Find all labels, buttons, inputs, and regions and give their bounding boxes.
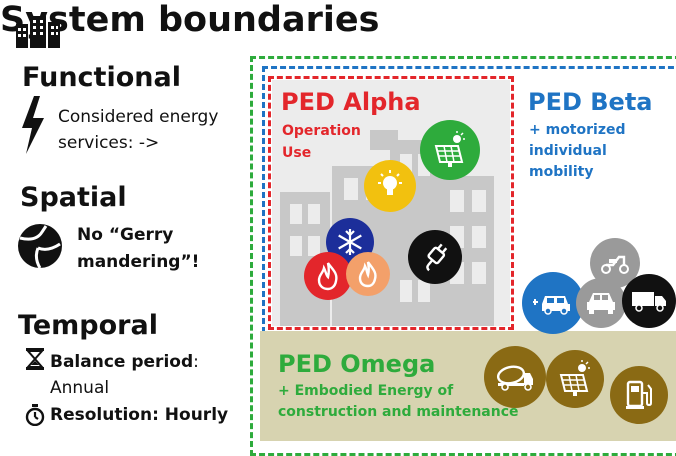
- functional-text-2: services: ->: [58, 133, 160, 153]
- ped-alpha-line2: Use: [282, 145, 312, 161]
- balance-period-value: Annual: [50, 378, 110, 398]
- functional-heading: Functional: [22, 62, 181, 93]
- fire-icon: [304, 252, 352, 300]
- charging-station-icon: [610, 366, 668, 424]
- solar-panel-icon: [420, 120, 480, 180]
- electric-car-icon: [522, 272, 584, 334]
- cement-truck-icon: [484, 346, 546, 408]
- balance-period-label: Balance period:: [50, 350, 199, 374]
- hourglass-icon: [25, 348, 45, 374]
- ped-beta-title: PED Beta: [528, 88, 653, 116]
- ped-beta-line1: + motorized: [529, 122, 626, 138]
- functional-text-1: Considered energy: [58, 107, 219, 127]
- balance-period-bold: Balance period: [50, 352, 194, 372]
- car-icon: [576, 278, 626, 328]
- balance-period-colon: :: [193, 352, 199, 372]
- ped-beta-line3: mobility: [529, 164, 594, 180]
- temporal-heading: Temporal: [18, 310, 158, 341]
- omega-region: [260, 331, 676, 441]
- alpha-boundary: [268, 76, 514, 330]
- resolution-text: Resolution: Hourly: [50, 405, 229, 425]
- ped-omega-line2: construction and maintenance: [278, 404, 519, 420]
- lightning-icon: [20, 96, 46, 158]
- ped-omega-line1: + Embodied Energy of: [278, 383, 454, 399]
- ped-alpha-line1: Operation: [282, 123, 361, 139]
- spatial-text-1: No “Gerry: [77, 225, 174, 245]
- spatial-text-2: mandering”!: [77, 252, 200, 272]
- electric-plug-icon: [408, 230, 462, 284]
- spatial-heading: Spatial: [20, 182, 127, 213]
- truck-icon: [622, 274, 676, 328]
- solar-panel-omega-icon: [546, 350, 604, 408]
- page-title: System boundaries: [0, 0, 380, 40]
- map-regions-icon: [16, 222, 64, 274]
- ped-omega-title: PED Omega: [278, 350, 436, 378]
- building-icon: [16, 16, 60, 52]
- hot-water-icon: [346, 252, 390, 296]
- stopwatch-icon: [24, 404, 46, 430]
- ped-beta-line2: individual: [529, 143, 607, 159]
- ped-alpha-title: PED Alpha: [281, 88, 421, 116]
- light-bulb-icon: [364, 160, 416, 212]
